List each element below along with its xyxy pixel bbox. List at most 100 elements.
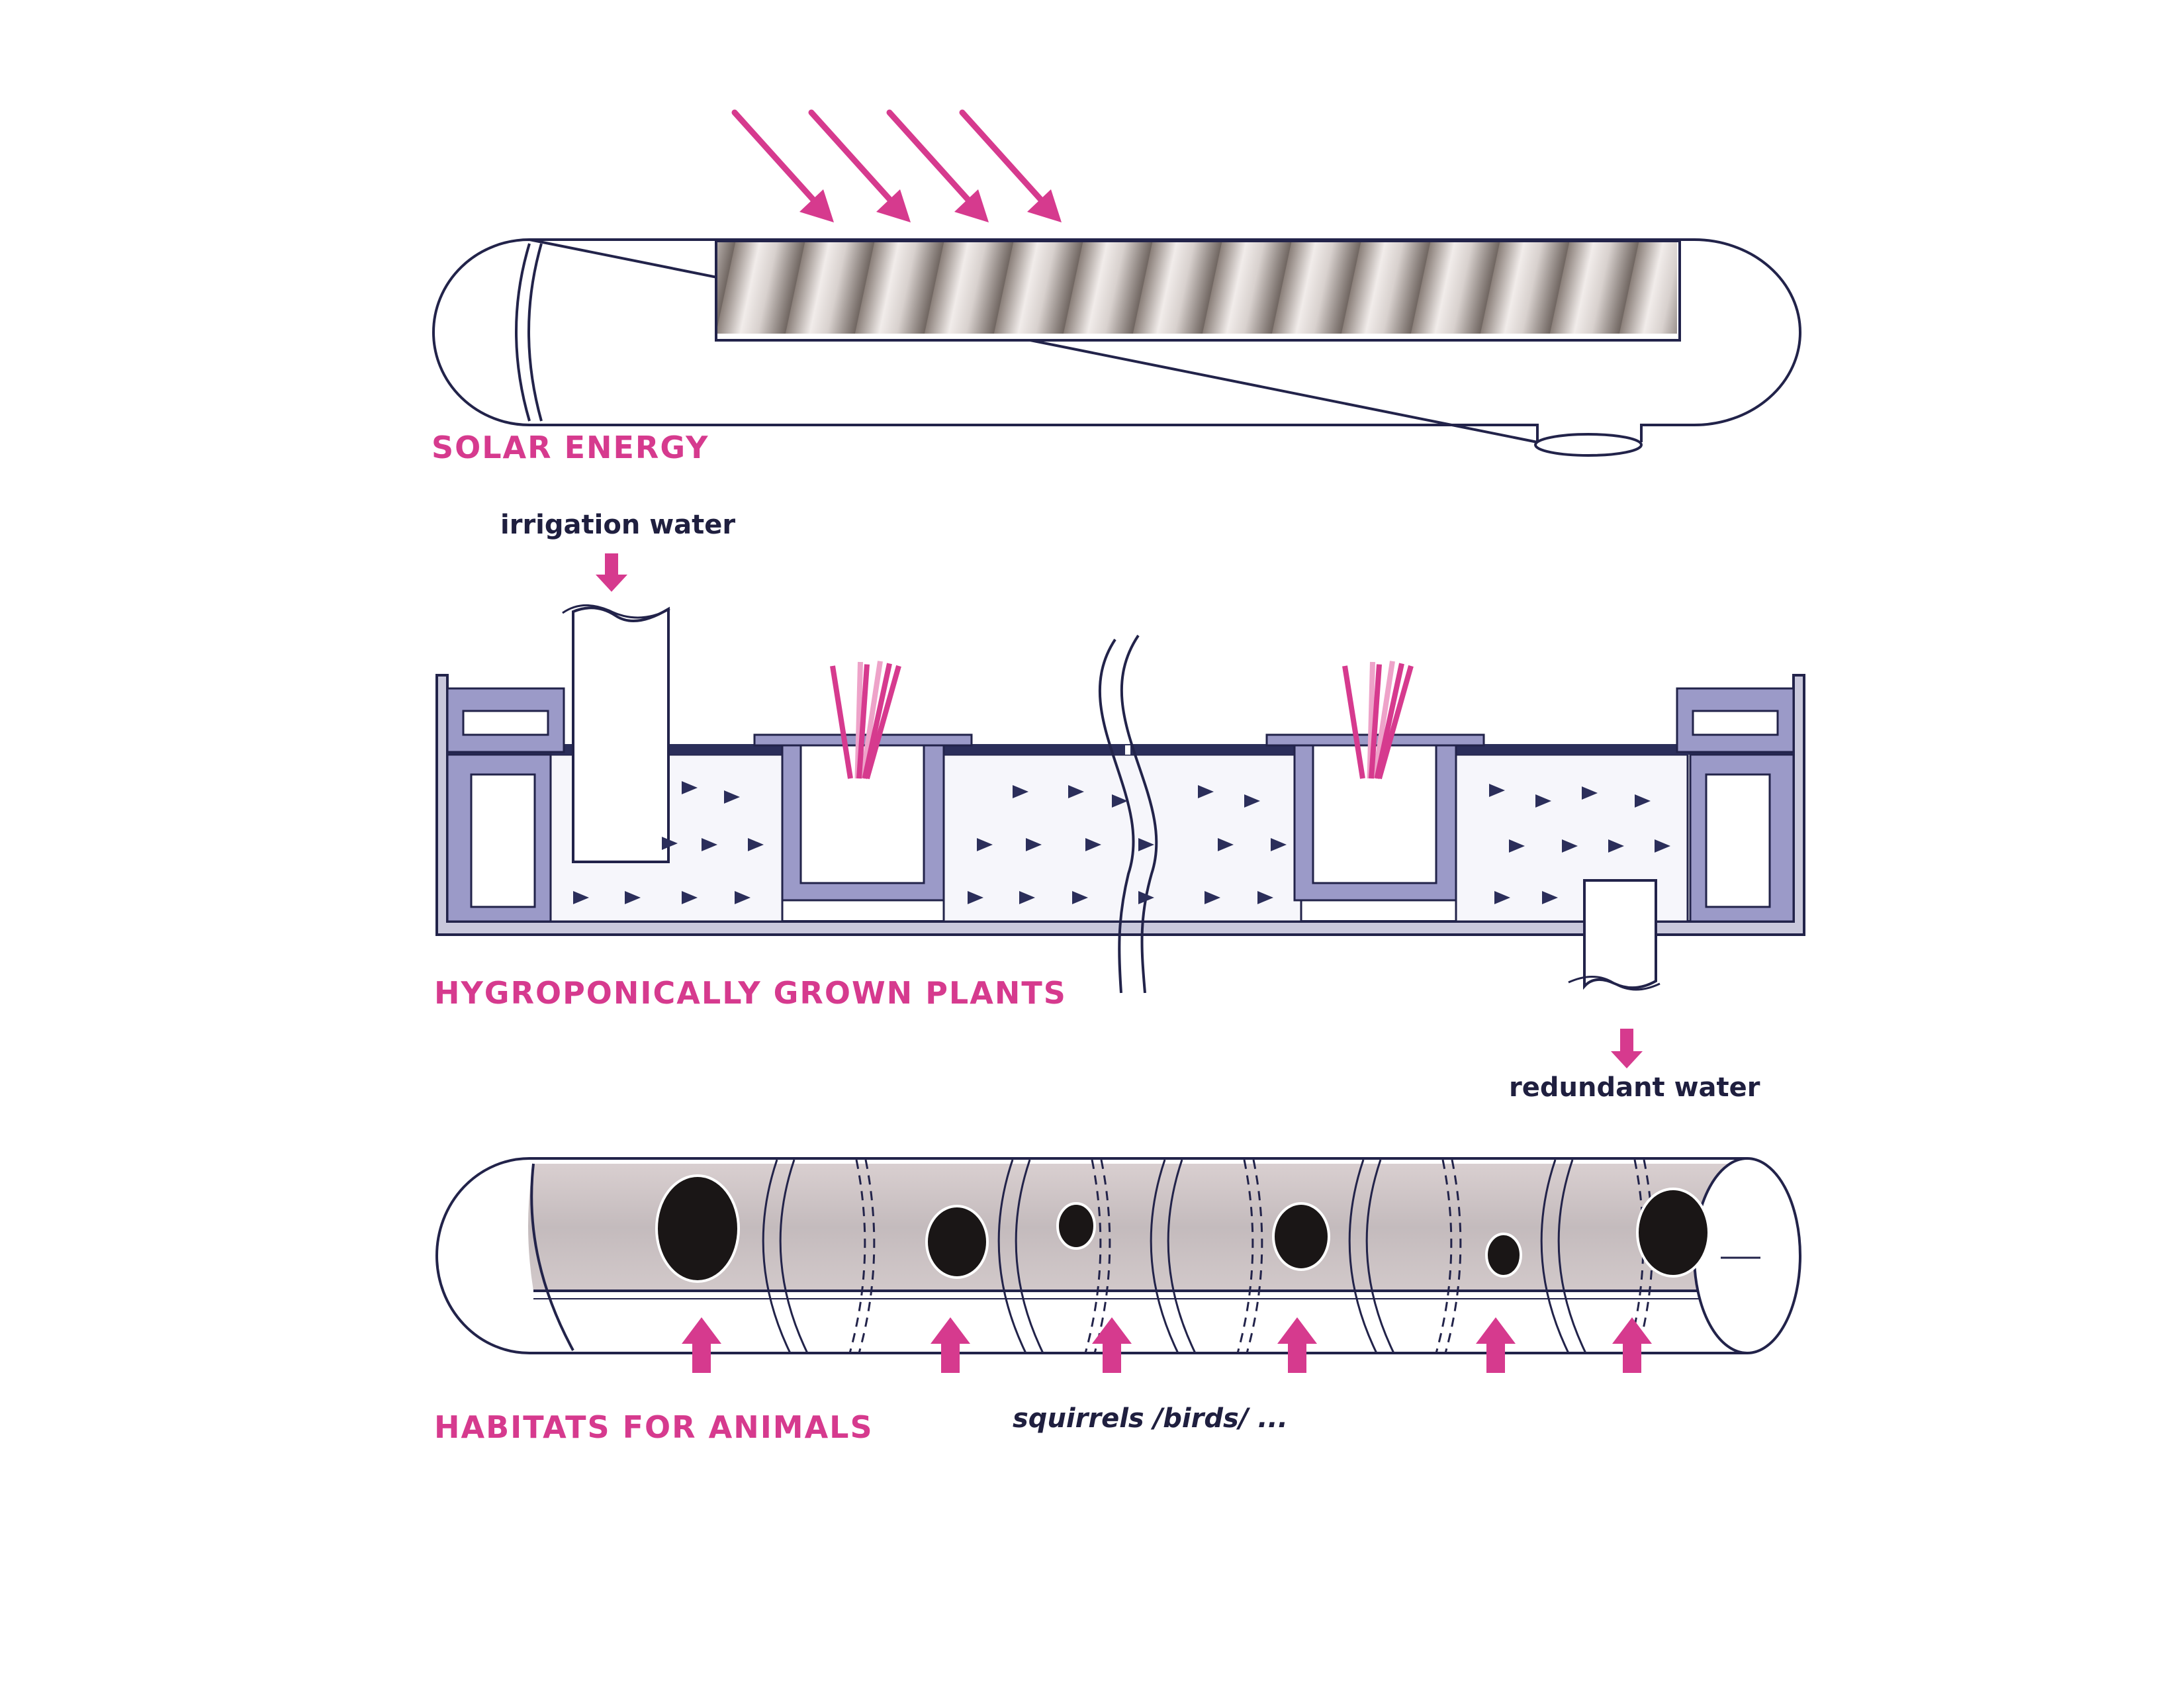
habitat-ring [1365,1159,1395,1354]
soil-marker [1509,839,1525,853]
plant-sprout [1342,665,1365,779]
irrigation-water-label: irrigation water [500,510,735,540]
soil-marker [1019,891,1035,904]
soil-marker [1218,838,1234,851]
soil-marker [1608,839,1624,853]
irrigation-arrow [596,553,627,592]
soil-marker [1205,891,1220,904]
animals-label: squirrels /birds/ ... [1013,1403,1288,1434]
plant-sprout [1377,665,1414,780]
habitat-ring [1015,1159,1044,1354]
redundant-water-arrow [1611,1029,1643,1068]
nesting-hole [1636,1188,1710,1278]
drain-outlet-pipe [1583,879,1657,990]
tray-frame-right [1676,687,1795,923]
sun-ray-arrow [886,109,984,217]
soil-marker [1026,838,1042,851]
soil-marker [748,838,764,851]
nesting-hole [925,1205,989,1279]
animal-entry-arrows [682,1317,1652,1373]
solar-coil [717,242,1677,334]
soil-marker [1655,839,1670,853]
sun-ray-arrowhead [799,189,834,222]
habitat-ring-dashed [1435,1159,1453,1354]
habitat-ring-dashed [1084,1159,1102,1354]
habitat-ring-dashed [1246,1159,1263,1354]
plant-sprout [1372,661,1395,779]
plant-sprout [864,665,901,780]
soil-marker [682,891,698,904]
entry-arrow [1092,1317,1132,1373]
habitat-ring-dashed [858,1159,876,1354]
soil-marker [1138,891,1154,904]
habitat-ring-dashed [1444,1159,1462,1354]
sun-ray-arrow [808,109,906,217]
soil-marker [1535,794,1551,808]
soil-marker [625,891,641,904]
soil-marker [1085,838,1101,851]
entry-arrow [931,1317,970,1373]
soil-marker [1244,794,1260,808]
soil-marker [1635,794,1651,808]
habitat-ring [1557,1159,1587,1354]
irrigation-inlet-pipe [572,606,670,863]
sun-ray-arrow [959,109,1057,217]
soil-marker [573,891,589,904]
sun-ray-arrowhead [954,189,989,222]
sun-rays [731,109,1062,222]
soil-marker [1494,891,1510,904]
habitat-ring [1167,1159,1197,1354]
section-break-line [1120,634,1158,994]
sun-ray-arrowhead [1027,189,1062,222]
habitat-ring [997,1159,1027,1354]
plant-sprout [830,665,853,779]
nesting-holes [655,1174,1710,1283]
soil-marker [702,838,717,851]
habitat-tube-opening [1693,1157,1801,1354]
plant-sprouts [830,661,1414,780]
habitats-title: HABITATS FOR ANIMALS [434,1409,874,1445]
habitat-ring-dashed [1093,1159,1111,1354]
soil-marker [1112,794,1128,808]
nesting-hole [1485,1233,1522,1278]
entry-arrow [1277,1317,1317,1373]
soil-marker [1542,891,1558,904]
habitat-ring [762,1159,792,1354]
soil-marker [1013,785,1028,798]
soil-marker [662,837,678,850]
hygroponic-plants-title: HYGROPONICALLY GROWN PLANTS [434,975,1067,1011]
sun-ray-arrow [731,109,829,217]
soil-marker [724,790,740,804]
habitat-ring [1150,1159,1179,1354]
sun-ray-arrowhead [876,189,911,222]
redundant-water-label: redundant water [1509,1072,1760,1103]
soil-marker [977,838,993,851]
habitat-tube [435,1157,1801,1354]
solar-energy-title: SOLAR ENERGY [432,430,709,465]
soil-marker [1582,786,1598,800]
soil-marker [1072,891,1088,904]
solar-outlet-pipe [1534,433,1643,457]
habitat-ring-dashed [1236,1159,1254,1354]
plant-sprout [862,663,892,779]
soil-marker [1271,838,1287,851]
habitat-ring [1540,1159,1570,1354]
plant-sprout [860,661,883,779]
soil-marker [1257,891,1273,904]
solar-tube-endcap-line [515,243,531,422]
plant-sprout [856,664,870,779]
plant-sprout [1374,663,1404,779]
soil-marker [1068,785,1084,798]
habitat-tube-body [528,1164,1747,1291]
soil-nutrient-markers [573,781,1670,904]
soil-marker [735,891,751,904]
soil-marker [1489,784,1505,797]
entry-arrow [682,1317,721,1373]
nesting-hole [655,1174,740,1283]
habitat-ring-dashed [848,1159,866,1354]
planting-pocket [1265,733,1485,902]
entry-arrow [1476,1317,1516,1373]
entry-arrow [1612,1317,1652,1373]
habitat-ring [1348,1159,1378,1354]
